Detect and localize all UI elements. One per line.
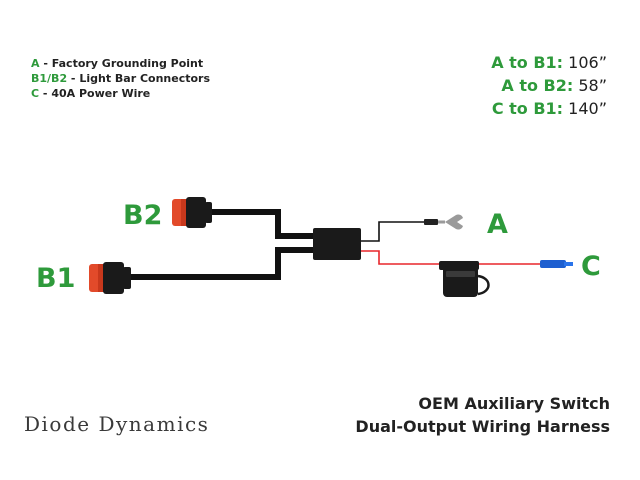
- distance-value: 58”: [578, 76, 607, 95]
- fuse-holder: [439, 261, 490, 297]
- main-wires: [130, 209, 314, 280]
- b1-connector: [89, 262, 131, 294]
- title-line-2: Dual-Output Wiring Harness: [355, 417, 610, 436]
- distance-list: A to B1: 106” A to B2: 58” C to B1: 140”: [491, 51, 607, 120]
- distance-value: 140”: [568, 99, 607, 118]
- distance-a-b1: A to B1: 106”: [491, 51, 607, 74]
- legend-key: C: [31, 87, 40, 100]
- legend-item-c: C - 40A Power Wire: [31, 87, 151, 100]
- legend-item-b: B1/B2 - Light Bar Connectors: [31, 72, 211, 85]
- legend: A - Factory Grounding Point B1/B2 - Ligh…: [31, 56, 210, 101]
- legend-key: A: [31, 57, 40, 70]
- power-terminal: [540, 260, 573, 268]
- label-a: A: [487, 209, 508, 240]
- relay-box: [313, 228, 361, 260]
- label-b2: B2: [123, 200, 162, 231]
- ground-terminal: [424, 214, 463, 230]
- brand-wordmark: Diode Dynamics: [24, 412, 210, 436]
- title-line-1: OEM Auxiliary Switch: [418, 394, 610, 413]
- legend-key: B1/B2: [31, 72, 68, 85]
- legend-desc: Factory Grounding Point: [51, 57, 204, 70]
- distance-value: 106”: [568, 53, 607, 72]
- distance-label: A to B1:: [491, 53, 564, 72]
- b2-connector: [172, 197, 212, 228]
- distance-a-b2: A to B2: 58”: [491, 74, 607, 97]
- distance-c-b1: C to B1: 140”: [491, 97, 607, 120]
- legend-desc: Light Bar Connectors: [79, 72, 211, 85]
- distance-label: C to B1:: [491, 99, 564, 118]
- ground-wire: [361, 221, 426, 242]
- distance-label: A to B2:: [501, 76, 574, 95]
- legend-desc: 40A Power Wire: [51, 87, 151, 100]
- legend-item-a: A - Factory Grounding Point: [31, 57, 204, 70]
- label-b1: B1: [36, 263, 75, 294]
- label-c: C: [581, 251, 601, 282]
- harness-title: OEM Auxiliary Switch Dual-Output Wiring …: [355, 392, 610, 438]
